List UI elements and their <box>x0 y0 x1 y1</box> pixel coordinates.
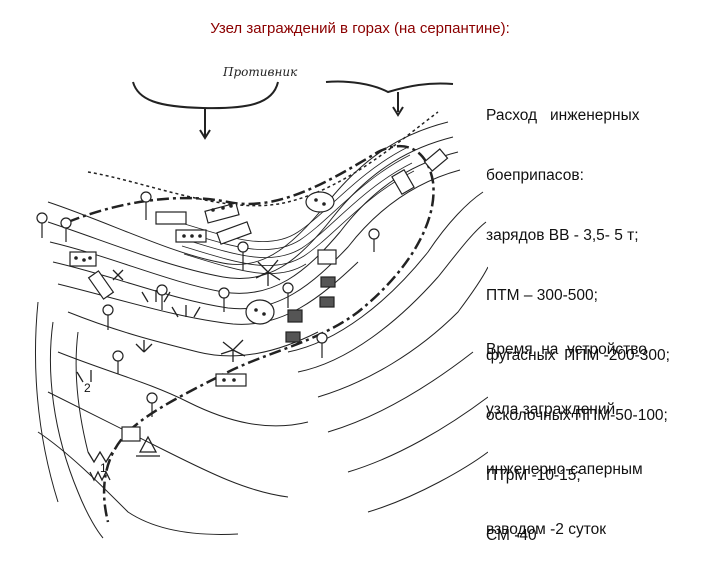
time-line: узла заграждений <box>486 401 616 418</box>
contour-lines <box>34 121 488 539</box>
charge-symbols <box>76 259 281 383</box>
barricade-symbol <box>87 435 160 482</box>
time-line: взводом -2 суток <box>486 521 607 538</box>
consumption-line: боеприпасов: <box>486 167 584 184</box>
time-line: Время на устройство <box>486 341 647 358</box>
page-title: Узел заграждений в горах (на серпантине)… <box>210 20 510 37</box>
consumption-line: Расход инженерных <box>486 107 640 124</box>
obstacle-symbols <box>69 148 449 442</box>
consumption-line: зарядов ВВ - 3,5- 5 т; <box>486 227 639 244</box>
fougasse-markers <box>36 191 380 417</box>
consumption-line: фугасных ППМ -200-300; <box>486 347 670 364</box>
consumption-line: ПТМ – 300-500; <box>486 287 598 304</box>
consumption-line: осколочных ППМ-50-100; <box>486 407 668 424</box>
construction-time-block: Время на устройство узла заграждений инж… <box>486 300 647 560</box>
enemy-caption: Противник <box>222 65 298 79</box>
consumption-line: ПТрМ -10-15; <box>486 467 581 484</box>
mine-dots <box>74 198 326 382</box>
serpentine-road <box>67 144 435 523</box>
enemy-front-lines <box>132 80 454 140</box>
zone-label-2: 2 <box>84 381 91 395</box>
time-line: инженерно-саперным <box>486 461 643 478</box>
zone-label-1: 1 <box>100 461 107 475</box>
mined-boundary <box>87 111 439 207</box>
obstacle-node-map: Противник 2 1 <box>34 65 488 539</box>
